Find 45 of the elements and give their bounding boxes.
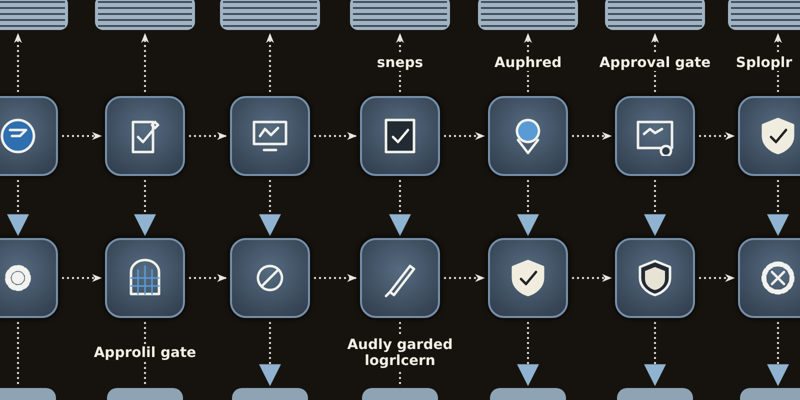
arrow <box>644 180 666 236</box>
process-tile <box>738 96 800 176</box>
arrow <box>572 132 612 140</box>
process-tile <box>0 238 58 318</box>
arrow <box>141 33 149 92</box>
process-tile <box>615 238 695 318</box>
arrow <box>444 132 485 140</box>
stacked-tray <box>478 0 578 30</box>
process-tile <box>105 96 185 176</box>
arrow <box>517 322 539 386</box>
process-tile <box>738 238 800 318</box>
arrow <box>644 322 666 386</box>
arrow <box>389 180 411 236</box>
arrow <box>266 33 274 92</box>
stacked-tray <box>350 0 450 30</box>
arrow <box>259 180 281 236</box>
arrow <box>699 274 735 282</box>
arrow <box>314 132 357 140</box>
process-tile <box>230 96 310 176</box>
arrow <box>767 180 789 236</box>
arrow <box>259 322 281 386</box>
process-tile <box>615 96 695 176</box>
arrow <box>62 274 102 282</box>
stacked-tray <box>605 0 705 30</box>
process-tile <box>488 96 568 176</box>
arrow <box>189 274 227 282</box>
arrow <box>444 274 485 282</box>
arrow <box>767 322 789 386</box>
arrow <box>62 132 102 140</box>
process-tile <box>105 238 185 318</box>
process-tile <box>360 96 440 176</box>
arrow <box>14 33 22 92</box>
stacked-tray <box>220 0 320 30</box>
arrow <box>7 180 29 236</box>
process-tile <box>360 238 440 318</box>
process-tile <box>488 238 568 318</box>
stacked-tray <box>95 0 195 30</box>
process-tile <box>230 238 310 318</box>
arrow <box>134 180 156 236</box>
arrow <box>572 274 612 282</box>
arrow <box>189 132 227 140</box>
process-tile <box>0 96 58 176</box>
arrow <box>314 274 357 282</box>
arrow <box>699 132 735 140</box>
arrow <box>517 180 539 236</box>
